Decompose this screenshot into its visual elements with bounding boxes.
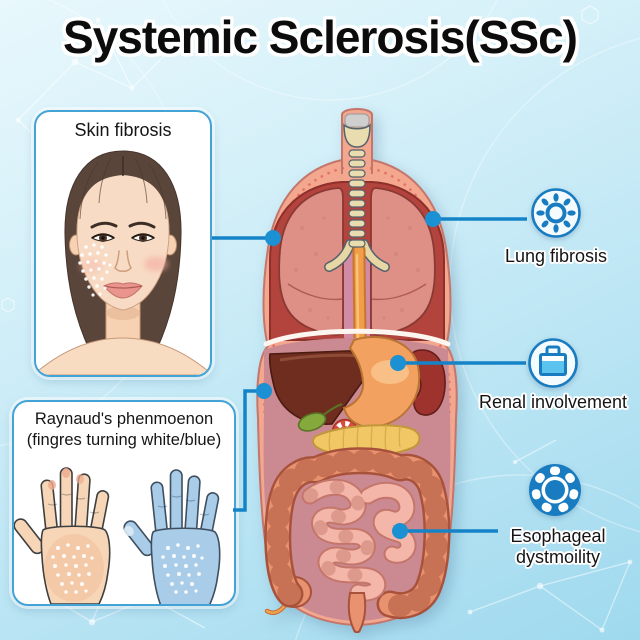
sunburst-icon — [531, 188, 581, 238]
lung-fibrosis-label: Lung fibrosis — [504, 246, 608, 266]
woman-face-illustration — [37, 150, 209, 375]
large-intestine — [264, 447, 451, 620]
skin-fibrosis-label: Skin fibrosis — [74, 120, 172, 140]
raynaud-label-line2: (fingres turning white/blue) — [26, 431, 222, 449]
raynaud-label: Raynaud's phenmoenon (fingres turning wh… — [14, 409, 234, 451]
raynaud-card: Raynaud's phenmoenon (fingres turning wh… — [12, 400, 236, 606]
skin-fibrosis-card: Skin fibrosis — [34, 110, 212, 377]
page-title: Systemic Sclerosis(SSc) — [63, 11, 578, 63]
esophageal-label-line2: dystmoility — [515, 547, 600, 567]
rectum — [347, 592, 367, 633]
gallbladder — [297, 412, 327, 432]
hands-illustration — [14, 467, 221, 604]
trachea — [341, 113, 373, 248]
raynaud-label-line1: Raynaud's phenmoenon — [34, 410, 214, 428]
cheek-fibrosis-dots — [78, 243, 112, 297]
esophageal-dysmotility-label: Esophageal dystmoility — [477, 526, 639, 568]
torso-anatomy-illustration — [256, 108, 458, 633]
lungs — [278, 187, 436, 336]
cell-gear-icon — [529, 464, 581, 516]
hand-blue — [123, 469, 221, 604]
renal-involvement-label: Renal involvement — [478, 392, 628, 412]
small-intestine — [301, 478, 417, 602]
esophageal-label-line1: Esophageal — [510, 526, 606, 546]
briefcase-icon — [528, 338, 578, 388]
hand-white — [14, 467, 111, 604]
